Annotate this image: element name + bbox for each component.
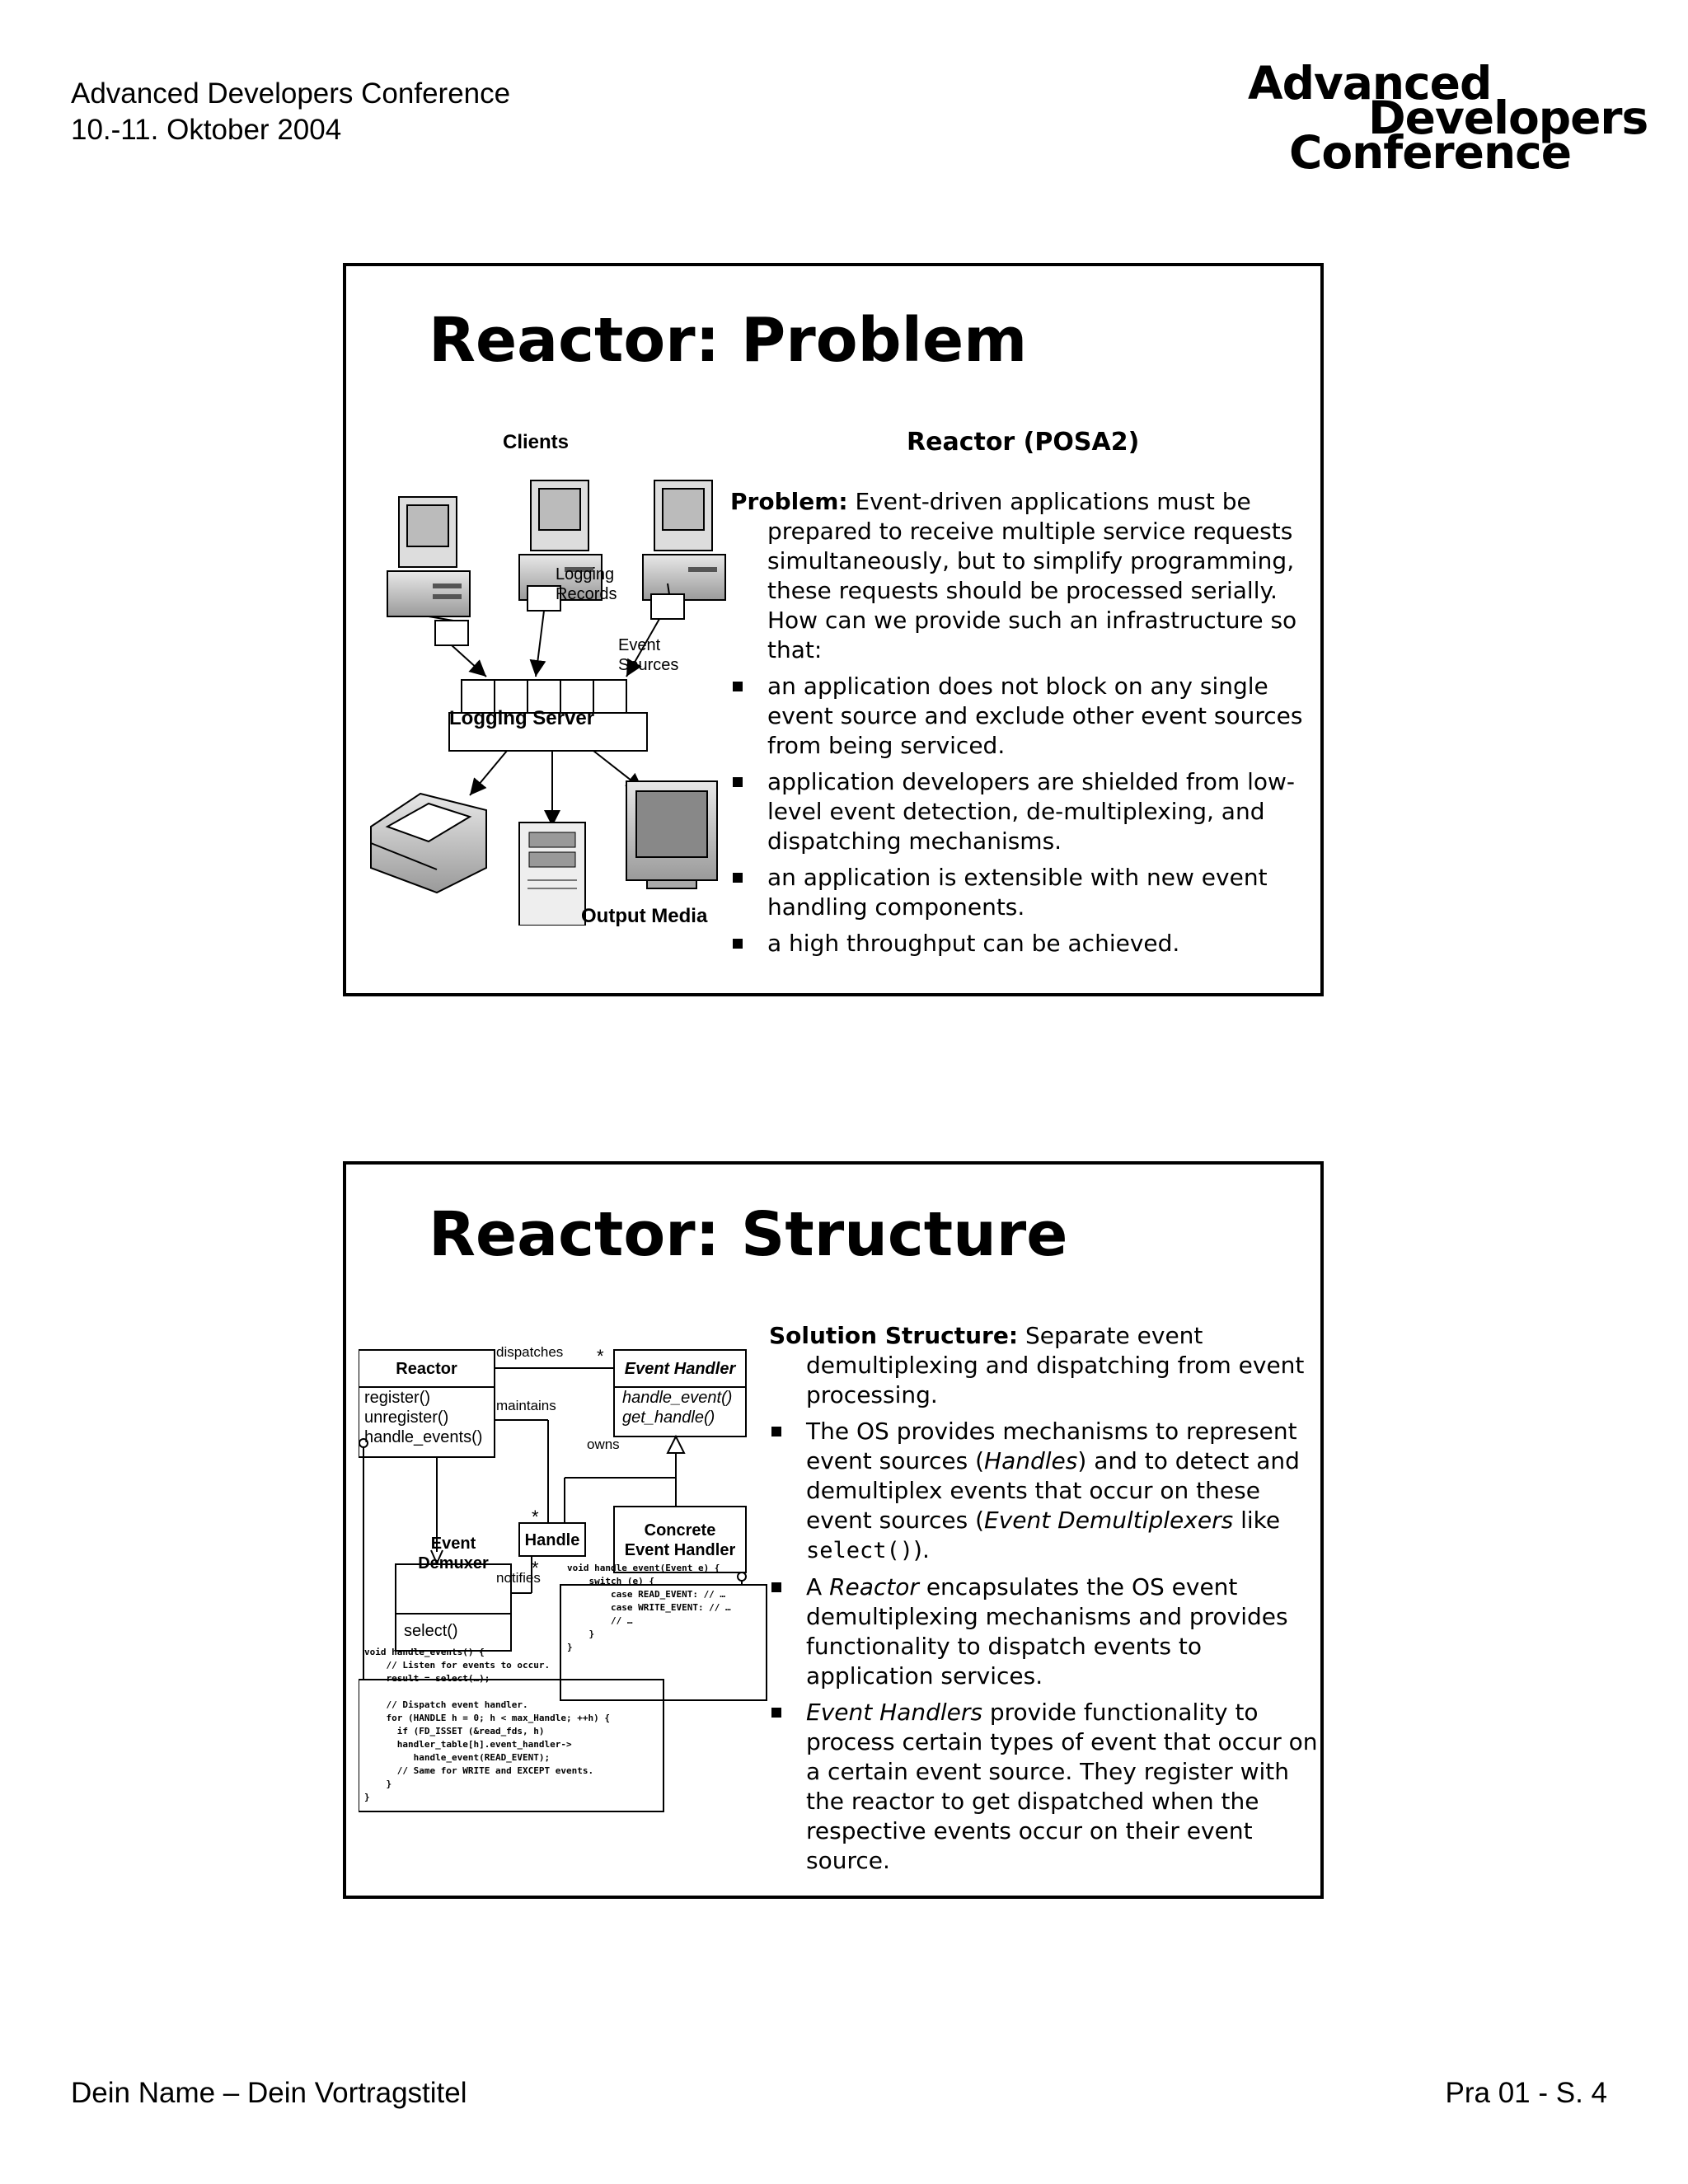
monitor-icon bbox=[626, 780, 718, 889]
event-demuxer-class-name: Event Demuxer bbox=[418, 1535, 489, 1572]
reactor-method: handle_events() bbox=[364, 1428, 483, 1446]
conference-logo: Advanced Developers Conference bbox=[1236, 57, 1648, 180]
problem-label: Problem: bbox=[730, 488, 848, 515]
logging-records-label: Logging Records bbox=[556, 565, 617, 603]
reactor-uml-diagram bbox=[359, 1349, 767, 1812]
bullet-item: A Reactor encapsulates the OS event demu… bbox=[769, 1572, 1321, 1691]
logging-server-box bbox=[448, 712, 648, 752]
problem-text: Problem: Event-driven applications must … bbox=[730, 487, 1315, 958]
arrowhead-demuxer bbox=[430, 1549, 443, 1566]
bullet-item: an application is extensible with new ev… bbox=[730, 863, 1315, 922]
solution-text: Solution Structure: Separate event demul… bbox=[769, 1321, 1321, 1876]
handle-event-code: void handle_event(Event e) { switch (e) … bbox=[567, 1563, 731, 1652]
conference-date: 10.-11. Oktober 2004 bbox=[71, 114, 342, 146]
printer-icon bbox=[370, 792, 487, 894]
event-handler-method: handle_event() bbox=[622, 1389, 733, 1407]
client-computer-icon bbox=[387, 496, 471, 617]
slide-title: Reactor: Problem bbox=[429, 305, 1028, 376]
owns-label: owns bbox=[587, 1436, 620, 1452]
bullet-item: Event Handlers provide functionality to … bbox=[769, 1698, 1321, 1876]
conference-name: Advanced Developers Conference bbox=[71, 77, 511, 110]
logging-record-icon bbox=[650, 593, 685, 620]
pattern-subtitle: Reactor (POSA2) bbox=[907, 428, 1140, 457]
solution-first-line: Separate event bbox=[1025, 1322, 1203, 1349]
bullet-item: an application does not block on any sin… bbox=[730, 672, 1315, 761]
maintains-label: maintains bbox=[496, 1398, 556, 1413]
reactor-method: register() bbox=[364, 1389, 431, 1407]
slide-reactor-structure: Reactor: Structure bbox=[343, 1161, 1324, 1899]
slide-title: Reactor: Structure bbox=[429, 1199, 1068, 1270]
logo-line-1: Advanced bbox=[1248, 57, 1492, 110]
bullet-item: a high throughput can be achieved. bbox=[730, 929, 1315, 958]
logging-server-diagram bbox=[370, 480, 726, 926]
logo-line-3: Conference bbox=[1289, 126, 1572, 179]
handle-events-code: void handle_events() { // Listen for eve… bbox=[364, 1647, 611, 1802]
concrete-handler-class-name: Concrete Event Handler bbox=[624, 1521, 736, 1559]
problem-continuation: prepared to receive multiple service req… bbox=[767, 518, 1297, 663]
solution-bullets: The OS provides mechanisms to represent … bbox=[769, 1417, 1321, 1876]
dispatches-multiplicity: * bbox=[597, 1346, 604, 1366]
event-handler-class-name: Event Handler bbox=[624, 1360, 736, 1378]
demuxer-method: select() bbox=[404, 1622, 458, 1640]
storage-tower-icon bbox=[518, 822, 586, 926]
logging-server-label: Logging Server bbox=[449, 707, 595, 729]
logo-line-2: Developers bbox=[1368, 91, 1648, 144]
bullet-item: application developers are shielded from… bbox=[730, 767, 1315, 856]
handle-class-name: Handle bbox=[524, 1531, 580, 1549]
inheritance-arrow bbox=[666, 1434, 686, 1454]
clients-label: Clients bbox=[503, 431, 570, 453]
dispatches-label: dispatches bbox=[496, 1344, 564, 1360]
client-computer-icon bbox=[642, 480, 726, 601]
logging-record-icon bbox=[527, 585, 561, 612]
event-sources-label: Event Sources bbox=[618, 636, 679, 674]
notifies-label: notifies bbox=[496, 1570, 541, 1586]
output-media-label: Output Media bbox=[581, 905, 708, 927]
solution-continuation: demultiplexing and dispatching from even… bbox=[806, 1352, 1305, 1408]
logging-record-icon bbox=[434, 620, 469, 646]
problem-first-line: Event-driven applications must be bbox=[855, 488, 1251, 515]
reactor-class-name: Reactor bbox=[396, 1360, 457, 1378]
solution-label: Solution Structure: bbox=[769, 1322, 1019, 1349]
problem-bullets: an application does not block on any sin… bbox=[730, 672, 1315, 958]
bullet-item: The OS provides mechanisms to represent … bbox=[769, 1417, 1321, 1566]
handle-multiplicity-top: * bbox=[532, 1507, 539, 1527]
footer-author-title: Dein Name – Dein Vortragstitel bbox=[71, 2077, 467, 2109]
reactor-method: unregister() bbox=[364, 1408, 449, 1427]
footer-page-number: Pra 01 - S. 4 bbox=[1445, 2077, 1607, 2109]
event-handler-method: get_handle() bbox=[622, 1408, 715, 1427]
handle-multiplicity-bottom: * bbox=[532, 1558, 539, 1578]
slide-reactor-problem: Reactor: Problem bbox=[343, 263, 1324, 996]
